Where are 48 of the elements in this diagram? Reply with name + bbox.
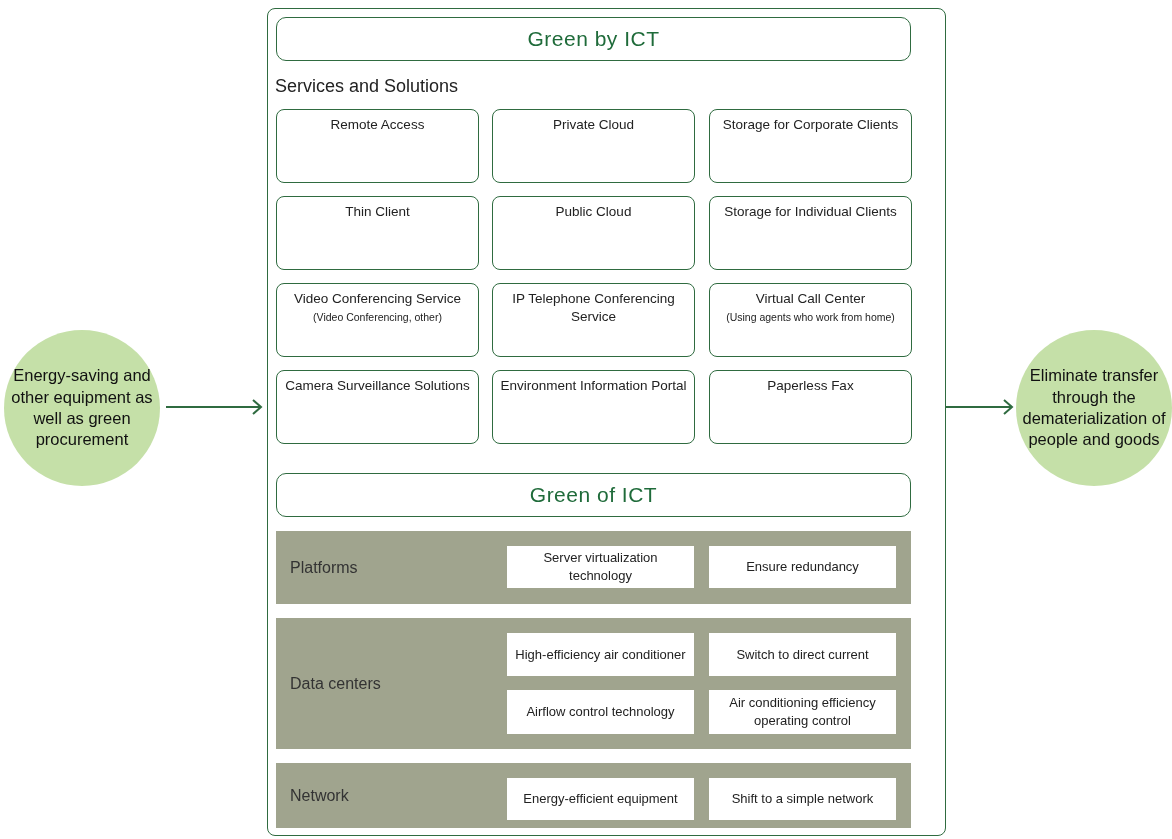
service-box	[276, 196, 479, 270]
goal-circle: Eliminate transfer through the dematerialization of people and goods	[1016, 330, 1172, 486]
service-box	[492, 370, 695, 444]
service-box	[492, 283, 695, 357]
service-title: IP Telephone Conferencing Service	[511, 290, 676, 327]
service-box	[276, 370, 479, 444]
measure-box: Airflow control technology	[507, 690, 694, 734]
section-header: Green by ICT	[276, 17, 911, 61]
category-band	[276, 531, 911, 604]
service-title: Private Cloud	[551, 116, 635, 134]
service-box	[276, 283, 479, 357]
measure-box: Server virtualization technology	[507, 546, 694, 588]
service-title: Public Cloud	[554, 203, 633, 221]
measure-box: Energy-efficient equipment	[507, 778, 694, 820]
category-title: Network	[290, 786, 349, 805]
category-title: Platforms	[290, 558, 358, 577]
service-title: Virtual Call Center	[754, 290, 867, 308]
measure-box: Air conditioning efficiency operating control	[709, 690, 896, 734]
service-title: Thin Client	[344, 203, 411, 221]
service-title: Camera Surveillance Solutions	[284, 377, 471, 395]
measure-box: High-efficiency air conditioner	[507, 633, 694, 676]
category-band	[276, 618, 911, 749]
service-box	[492, 109, 695, 183]
service-box	[709, 109, 912, 183]
service-box	[709, 283, 912, 357]
service-box	[709, 370, 912, 444]
category-band	[276, 763, 911, 828]
section-header: Green of ICT	[276, 473, 911, 517]
service-box	[276, 109, 479, 183]
arrow	[946, 399, 1013, 415]
service-title: Paperless Fax	[766, 377, 855, 395]
service-title: Environment Information Portal	[499, 377, 688, 395]
service-title: Storage for Individual Clients	[723, 203, 898, 221]
section-heading: Services and Solutions	[275, 76, 459, 97]
service-title: Storage for Corporate Clients	[721, 116, 900, 134]
measure-box: Ensure redundancy	[709, 546, 896, 588]
service-title: Video Conferencing Service	[292, 290, 463, 308]
group-frame	[267, 8, 946, 836]
category-title: Data centers	[290, 674, 381, 693]
service-box	[492, 196, 695, 270]
service-box	[709, 196, 912, 270]
service-title: Remote Access	[329, 116, 426, 134]
measure-box: Switch to direct current	[709, 633, 896, 676]
arrow	[166, 399, 262, 415]
service-examples: (Using agents who work from home)	[725, 311, 896, 324]
goal-circle: Energy-saving and other equipment as well as green procurement	[4, 330, 160, 486]
measure-box: Shift to a simple network	[709, 778, 896, 820]
service-examples: (Video Conferencing, other)	[312, 311, 443, 324]
